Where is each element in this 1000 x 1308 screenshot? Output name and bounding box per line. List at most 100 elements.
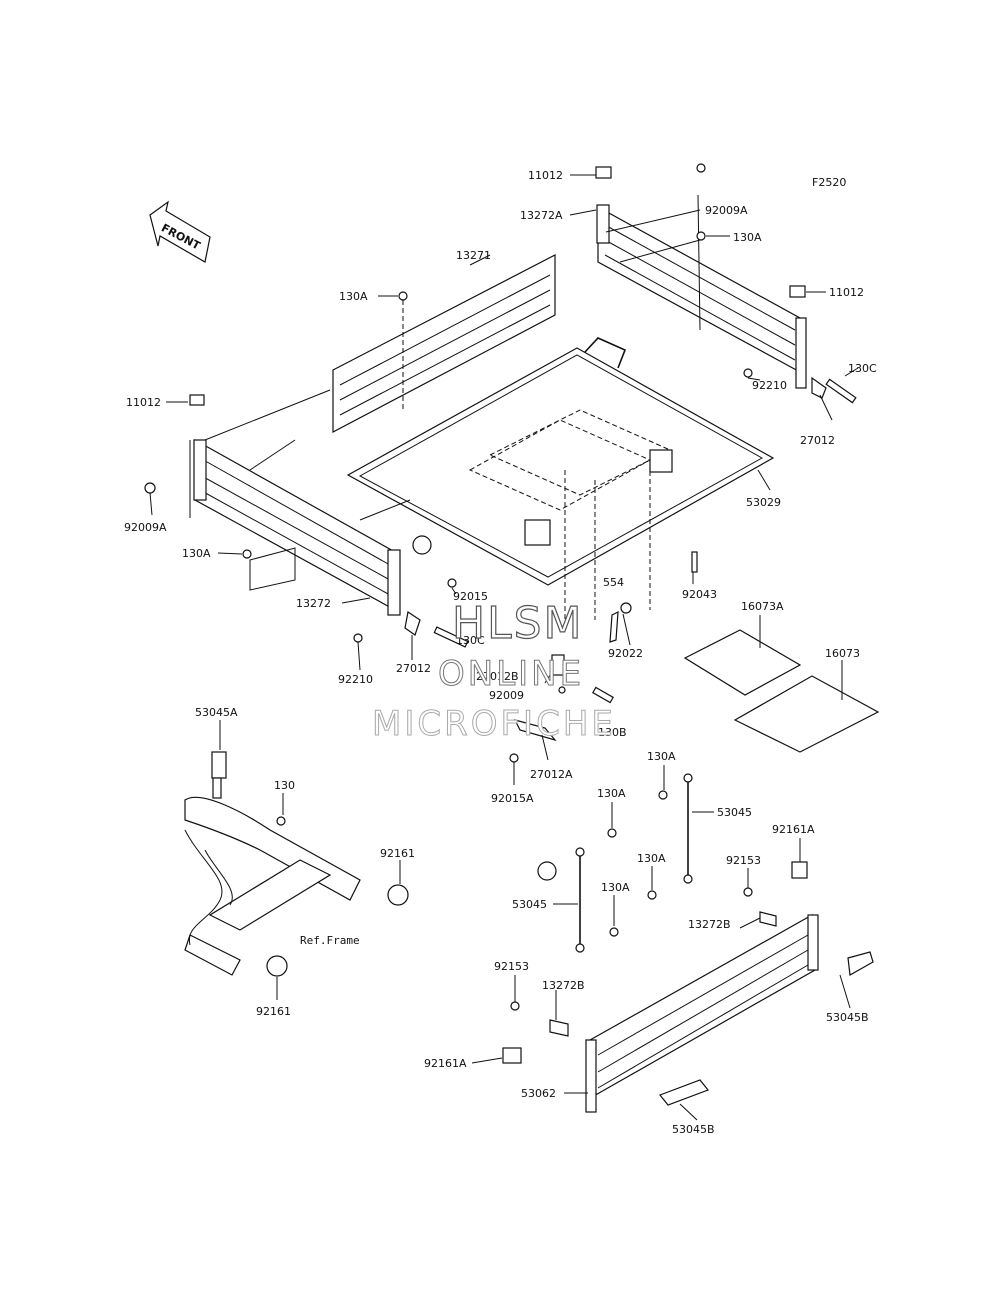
label-92153: 92153 bbox=[726, 854, 761, 867]
label-53045: 53045 bbox=[512, 898, 547, 911]
side-panel-right bbox=[596, 194, 807, 389]
cap-icon bbox=[789, 285, 806, 298]
label-16073a: 16073A bbox=[741, 600, 784, 613]
bolt-icon bbox=[242, 549, 252, 559]
lock-icon bbox=[211, 751, 227, 779]
label-554: 554 bbox=[603, 576, 624, 589]
cap-icon bbox=[595, 166, 612, 179]
label-27012a: 27012A bbox=[530, 768, 573, 781]
label-92015a: 92015A bbox=[491, 792, 534, 805]
figure-code: F2520 bbox=[812, 176, 846, 189]
label-53045: 53045 bbox=[717, 806, 752, 819]
bracket-icon bbox=[513, 719, 557, 742]
latch-icon bbox=[404, 610, 421, 636]
callout-a-circle bbox=[537, 861, 557, 881]
label-13272b: 13272B bbox=[688, 918, 731, 931]
label-130: 130 bbox=[274, 779, 295, 792]
label-11012: 11012 bbox=[126, 396, 161, 409]
callout-a-circle bbox=[412, 535, 432, 555]
label-92009a: 92009A bbox=[705, 204, 748, 217]
label-ref-frame: Ref.Frame bbox=[300, 934, 360, 947]
label-11012: 11012 bbox=[829, 286, 864, 299]
label-92161a: 92161A bbox=[424, 1057, 467, 1070]
label-130c: 130C bbox=[848, 362, 877, 375]
label-130c: 130C bbox=[456, 634, 485, 647]
bumper-icon bbox=[266, 955, 288, 977]
label-130a: 130A bbox=[339, 290, 368, 303]
bolt-icon bbox=[647, 890, 657, 900]
nut-icon bbox=[447, 578, 457, 588]
bolt-icon bbox=[691, 551, 698, 573]
label-92161: 92161 bbox=[256, 1005, 291, 1018]
bolt-icon bbox=[609, 927, 619, 937]
label-53045b: 53045B bbox=[826, 1011, 869, 1024]
tailgate bbox=[549, 911, 874, 1113]
cap-icon bbox=[189, 394, 205, 406]
bolt-icon bbox=[592, 686, 614, 704]
frame bbox=[184, 751, 361, 976]
bolt-icon bbox=[696, 163, 706, 173]
label-13272: 13272 bbox=[296, 597, 331, 610]
label-13272b: 13272B bbox=[542, 979, 585, 992]
nut-icon bbox=[743, 368, 753, 378]
label-27012: 27012 bbox=[396, 662, 431, 675]
key-icon bbox=[212, 777, 222, 799]
front-arrow-icon: FRONT bbox=[149, 200, 211, 263]
pin-icon bbox=[609, 610, 619, 643]
watermark-line3: MICROFICHE bbox=[372, 704, 616, 744]
label-27012b: 27012B bbox=[476, 670, 519, 683]
label-130a: 130A bbox=[637, 852, 666, 865]
label-130a: 130A bbox=[182, 547, 211, 560]
cap-icon bbox=[502, 1047, 522, 1064]
label-92153: 92153 bbox=[494, 960, 529, 973]
label-53029: 53029 bbox=[746, 496, 781, 509]
label-92009: 92009 bbox=[489, 689, 524, 702]
label-92210: 92210 bbox=[752, 379, 787, 392]
label-130a: 130A bbox=[647, 750, 676, 763]
bolt-icon bbox=[743, 887, 753, 897]
bolt-icon bbox=[825, 378, 857, 404]
label-13271: 13271 bbox=[456, 249, 491, 262]
mat-16073a bbox=[683, 629, 802, 696]
bolt-icon bbox=[144, 482, 156, 494]
label-92043: 92043 bbox=[682, 588, 717, 601]
watermark-line2: ONLINE bbox=[438, 654, 584, 694]
label-130a: 130A bbox=[733, 231, 762, 244]
watermark-line1: HLSM bbox=[452, 598, 584, 649]
bolt-icon bbox=[398, 291, 408, 301]
label-92015: 92015 bbox=[453, 590, 488, 603]
bumper-icon bbox=[387, 884, 409, 906]
label-130a: 130A bbox=[597, 787, 626, 800]
label-16073: 16073 bbox=[825, 647, 860, 660]
label-130b: 130B bbox=[598, 726, 627, 739]
label-11012: 11012 bbox=[528, 169, 563, 182]
label-13272a: 13272A bbox=[520, 209, 563, 222]
label-53045a: 53045A bbox=[195, 706, 238, 719]
nut-icon bbox=[509, 753, 519, 763]
back-panel bbox=[332, 254, 556, 433]
bolt-icon bbox=[510, 1001, 520, 1011]
label-53062: 53062 bbox=[521, 1087, 556, 1100]
label-27012: 27012 bbox=[800, 434, 835, 447]
label-92022: 92022 bbox=[608, 647, 643, 660]
bolt-icon bbox=[558, 686, 566, 694]
side-panel-left bbox=[189, 389, 411, 616]
bracket-icon bbox=[551, 654, 565, 676]
bolt-icon bbox=[658, 790, 668, 800]
bolt-icon bbox=[696, 231, 706, 241]
nut-icon bbox=[353, 633, 363, 643]
bed-floor bbox=[346, 337, 775, 620]
label-53045b: 53045B bbox=[672, 1123, 715, 1136]
latch-icon bbox=[811, 376, 827, 399]
label-92009a: 92009A bbox=[124, 521, 167, 534]
bolt-icon bbox=[276, 816, 286, 826]
washer-icon bbox=[620, 602, 632, 614]
label-130a: 130A bbox=[601, 881, 630, 894]
label-92161: 92161 bbox=[380, 847, 415, 860]
leader-lines bbox=[149, 174, 859, 1121]
cap-icon bbox=[791, 861, 808, 879]
bolt-icon bbox=[433, 626, 469, 648]
bolt-icon bbox=[607, 828, 617, 838]
label-92161a: 92161A bbox=[772, 823, 815, 836]
